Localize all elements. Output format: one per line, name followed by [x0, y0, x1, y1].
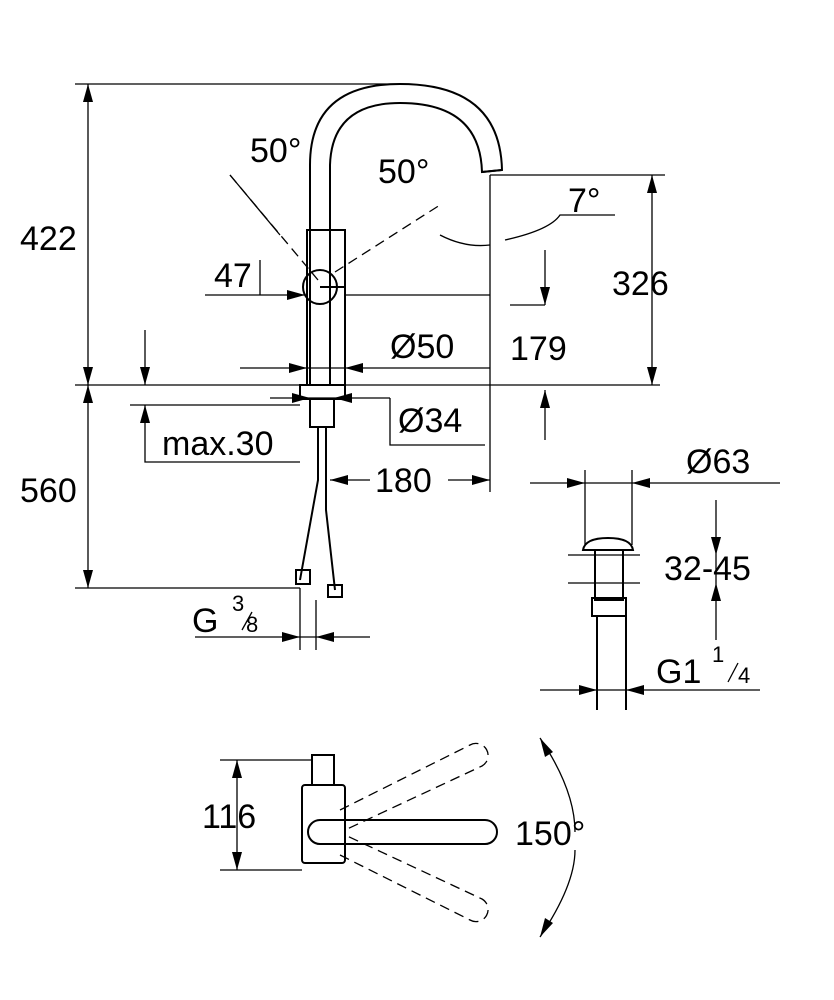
dim-waste-fraction-num: 1	[712, 642, 724, 667]
reference-lines	[75, 83, 665, 589]
dim-hose-length: 560	[20, 472, 77, 510]
dimension-422: 422	[20, 84, 93, 385]
faucet-side-view	[229, 82, 504, 598]
spout-angle-arc-left	[439, 234, 491, 247]
dim-swivel-angle: 150°	[515, 815, 585, 853]
dim-spout-height: 326	[612, 265, 669, 303]
dim-hose-reach: 180	[375, 462, 432, 500]
dim-connection-fraction-den: 8	[246, 612, 258, 637]
dimension-560: 560	[20, 385, 93, 588]
dim-connection-fraction-num: 3	[232, 591, 244, 616]
dim-handle-angle-right: 50°	[378, 153, 429, 191]
dim-waste-fraction-den: 4	[738, 663, 750, 688]
dim-waste-range: 32-45	[664, 550, 751, 588]
waste-valve: Ø63 32-45 G1 1 4	[530, 443, 780, 710]
dim-body-diameter: Ø50	[390, 328, 454, 366]
dim-waste-diameter: Ø63	[686, 443, 750, 481]
dim-handle-offset: 47	[214, 257, 252, 295]
dim-top-view-depth: 116	[202, 798, 256, 836]
dim-total-height: 422	[20, 220, 77, 258]
dim-max-deck-thickness: max.30	[162, 425, 274, 463]
dim-hole-diameter: Ø34	[398, 402, 462, 440]
dim-spout-angle: 7°	[568, 182, 601, 220]
dim-handle-angle-left: 50°	[250, 132, 301, 170]
dim-spout-reach: 179	[510, 330, 567, 368]
dim-waste-connection: G1	[656, 653, 701, 691]
dimension-326: 326	[612, 175, 669, 385]
faucet-top-view: 116 150°	[202, 737, 585, 938]
dim-connection-thread: G	[192, 602, 218, 640]
spout-angle-arc-right	[504, 214, 615, 241]
